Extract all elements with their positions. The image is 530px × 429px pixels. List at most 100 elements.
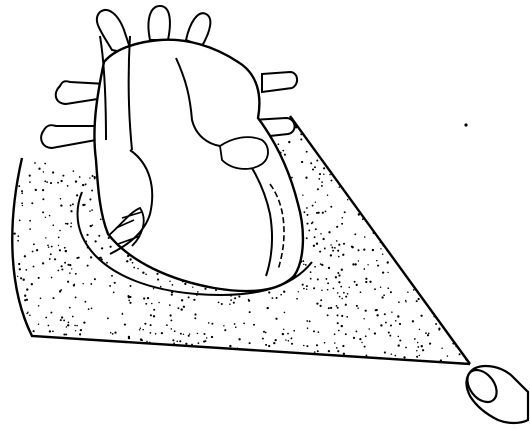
stipple-dot [304,358,306,360]
stipple-dot [338,281,340,283]
stipple-dot [347,363,349,365]
stipple-dot [384,351,385,352]
stipple-dot [129,296,131,298]
stipple-dot [15,145,17,147]
stipple-dot [51,277,53,279]
stipple-dot [365,281,367,283]
stipple-dot [275,318,277,320]
stipple-dot [45,338,47,340]
stipple-dot [310,162,312,164]
stipple-dot [265,332,267,334]
stipple-dot [387,215,389,217]
stipple-dot [441,202,442,203]
stipple-dot [420,224,422,226]
stipple-dot [452,158,454,160]
stipple-dot [342,217,344,219]
stipple-dot [156,359,157,360]
stipple-dot [397,222,399,224]
stipple-dot [364,236,366,238]
stipple-dot [418,191,420,193]
stipple-dot [154,356,156,358]
stipple-dot [82,352,84,354]
stipple-dot [444,223,446,225]
stipple-dot [350,131,352,133]
stipple-dot [371,182,372,183]
stipple-dot [450,249,452,251]
stipple-dot [393,133,395,135]
stipple-dot [458,278,460,280]
stipple-dot [454,334,455,335]
stipple-dot [364,133,366,135]
stipple-dot [431,278,433,280]
stipple-dot [306,237,308,239]
stipple-dot [266,367,268,369]
stipple-dot [197,291,199,293]
stipple-dot [275,339,277,341]
stipple-dot [150,314,152,316]
stipple-dot [94,278,96,280]
stipple-dot [90,283,92,285]
stipple-dot [385,194,387,196]
stipple-dot [76,325,78,327]
stipple-dot [341,223,343,225]
stipple-dot [29,181,31,183]
stipple-dot [454,211,456,213]
stipple-dot [445,250,447,252]
stipple-dot [442,245,444,247]
stipple-dot [10,281,11,282]
stipple-dot [72,203,74,205]
stipple-dot [373,225,375,227]
stipple-dot [391,311,393,313]
stipple-dot [466,231,468,233]
stipple-dot [372,249,374,251]
stipple-dot [449,312,450,313]
stipple-dot [320,305,322,307]
stipple-dot [160,286,161,287]
stipple-dot [148,349,149,350]
stipple-dot [148,358,150,360]
stipple-dot [216,357,218,359]
stipple-dot [449,270,451,272]
stipple-dot [18,263,20,265]
stipple-dot [166,324,168,326]
stipple-dot [414,218,416,220]
stipple-dot [456,205,457,206]
stipple-dot [370,215,372,217]
stipple-dot [358,114,360,116]
stipple-dot [153,309,155,311]
stipple-dot [453,118,455,120]
stipple-dot [316,302,318,304]
stipple-dot [392,191,393,192]
stipple-dot [382,271,384,273]
stipple-dot [79,333,81,335]
stipple-dot [49,330,51,332]
stipple-dot [477,273,479,275]
stipple-dot [366,159,368,161]
stipple-dot [90,353,92,355]
stipple-dot [418,218,420,220]
stipple-dot [439,167,441,169]
stipple-dot [462,160,464,162]
stipple-dot [10,144,12,146]
stipple-dot [337,272,339,274]
stipple-dot [311,222,313,224]
stipple-dot [429,343,430,344]
stipple-dot [184,348,186,350]
stipple-dot [427,334,429,336]
stipple-dot [414,177,416,179]
stipple-dot [52,156,54,158]
stipple-dot [303,345,305,347]
stipple-dot [327,282,329,284]
stipple-dot [68,322,70,324]
stipple-dot [413,146,415,148]
stipple-dot [387,368,389,370]
stipple-dot [379,123,381,125]
stipple-dot [430,135,432,137]
stipple-dot [315,201,316,202]
stipple-dot [113,344,115,346]
stipple-dot [369,214,371,216]
stipple-dot [171,328,173,330]
stipple-dot [432,154,434,156]
stipple-dot [257,368,259,370]
stipple-dot [139,360,141,362]
